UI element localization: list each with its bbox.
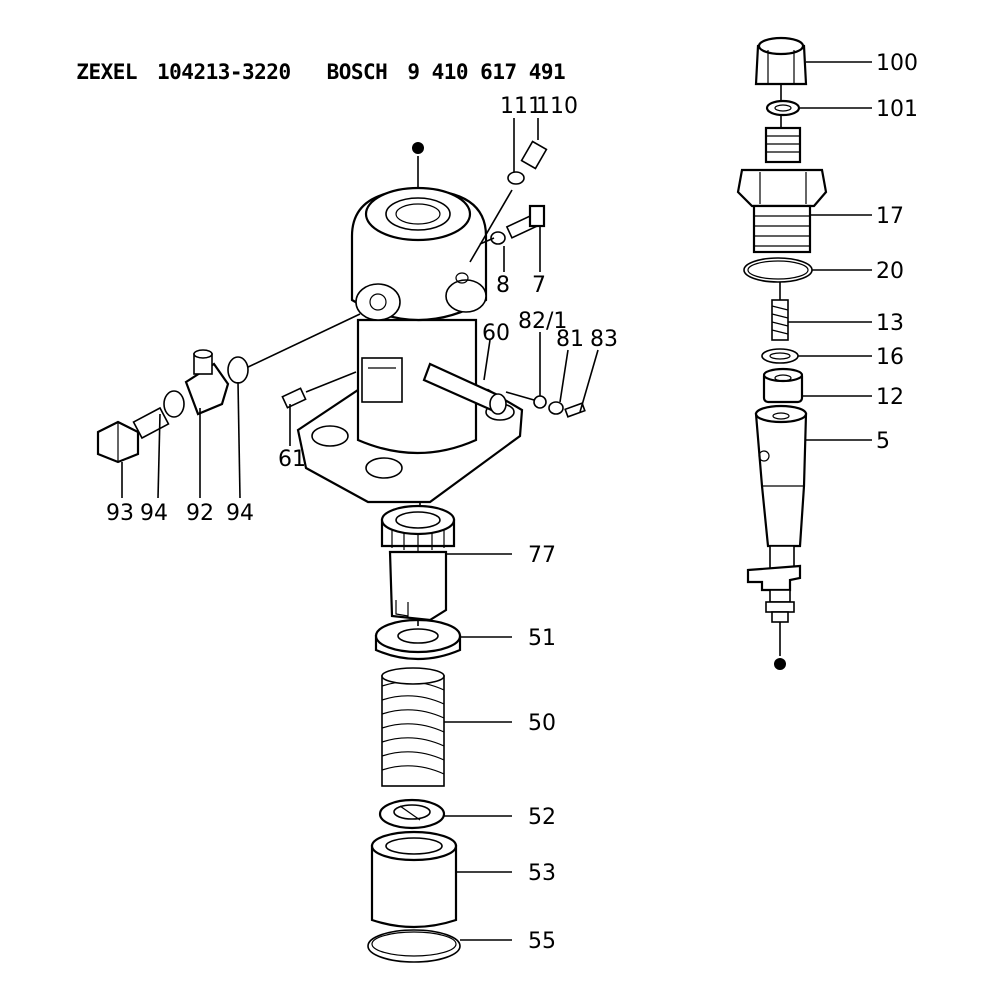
part-55-circlip [367, 929, 512, 963]
callout-5: 5 [876, 429, 890, 454]
part-101-washer [765, 99, 872, 117]
bosch-part-number: 9 410 617 491 [407, 60, 566, 84]
delivery-valve-assembly [736, 36, 872, 670]
part-12-delivery-valve [762, 367, 872, 404]
callout-53: 53 [528, 861, 556, 886]
part-110-111-bleed-screw [469, 118, 548, 263]
part-100-cap-nut [754, 36, 872, 86]
callout-16: 16 [876, 345, 904, 370]
part-52-lower-seat [378, 798, 512, 830]
callout-101: 101 [876, 97, 918, 122]
callout-100: 100 [876, 51, 918, 76]
callout-93: 93 [106, 501, 134, 526]
part-16-ring [761, 348, 872, 364]
part-53-tappet [370, 830, 512, 929]
bullet-dot-icon [774, 658, 786, 670]
zexel-brand: ZEXEL [76, 60, 138, 84]
callout-94-left: 94 [140, 501, 168, 526]
callout-110: 110 [536, 94, 578, 119]
callout-111: 111 [500, 94, 542, 119]
part-13-valve-spring [771, 299, 872, 341]
callout-55: 55 [528, 929, 556, 954]
callout-7: 7 [532, 273, 546, 298]
callout-83: 83 [590, 327, 618, 352]
callout-13: 13 [876, 311, 904, 336]
callout-50: 50 [528, 711, 556, 736]
part-20-o-ring [743, 257, 872, 283]
callout-81: 81 [556, 327, 584, 352]
bosch-brand: BOSCH [326, 60, 388, 84]
callout-77: 77 [528, 543, 556, 568]
part-number-header: ZEXEL 104213-3220 BOSCH 9 410 617 491 [52, 36, 585, 84]
callout-labels: 100 101 17 20 13 16 12 5 111 110 8 7 60 … [106, 51, 918, 954]
callout-12: 12 [876, 385, 904, 410]
control-sleeve-stack [367, 502, 512, 963]
callout-52: 52 [528, 805, 556, 830]
bullet-dot-icon [412, 142, 424, 154]
callout-82-1: 82/1 [518, 309, 567, 334]
callout-92: 92 [186, 501, 214, 526]
part-51-spring-seat [374, 618, 512, 661]
part-81-82-83-fasteners [483, 332, 599, 418]
callout-61: 61 [278, 447, 306, 472]
callout-20: 20 [876, 259, 904, 284]
part-50-plunger-spring [381, 667, 512, 787]
part-17-valve-holder [736, 126, 872, 254]
callout-51: 51 [528, 626, 556, 651]
part-77-control-sleeve [380, 504, 512, 622]
part-7-8-screw [479, 204, 546, 272]
callout-8: 8 [496, 273, 510, 298]
pump-housing-assembly [245, 142, 524, 504]
part-5-plunger-barrel [746, 404, 872, 670]
part-61-screw [281, 371, 357, 446]
zexel-part-number: 104213-3220 [157, 60, 291, 84]
banjo-bolt-assembly [96, 349, 249, 499]
callout-17: 17 [876, 204, 904, 229]
callout-60: 60 [482, 321, 510, 346]
callout-94-right: 94 [226, 501, 254, 526]
